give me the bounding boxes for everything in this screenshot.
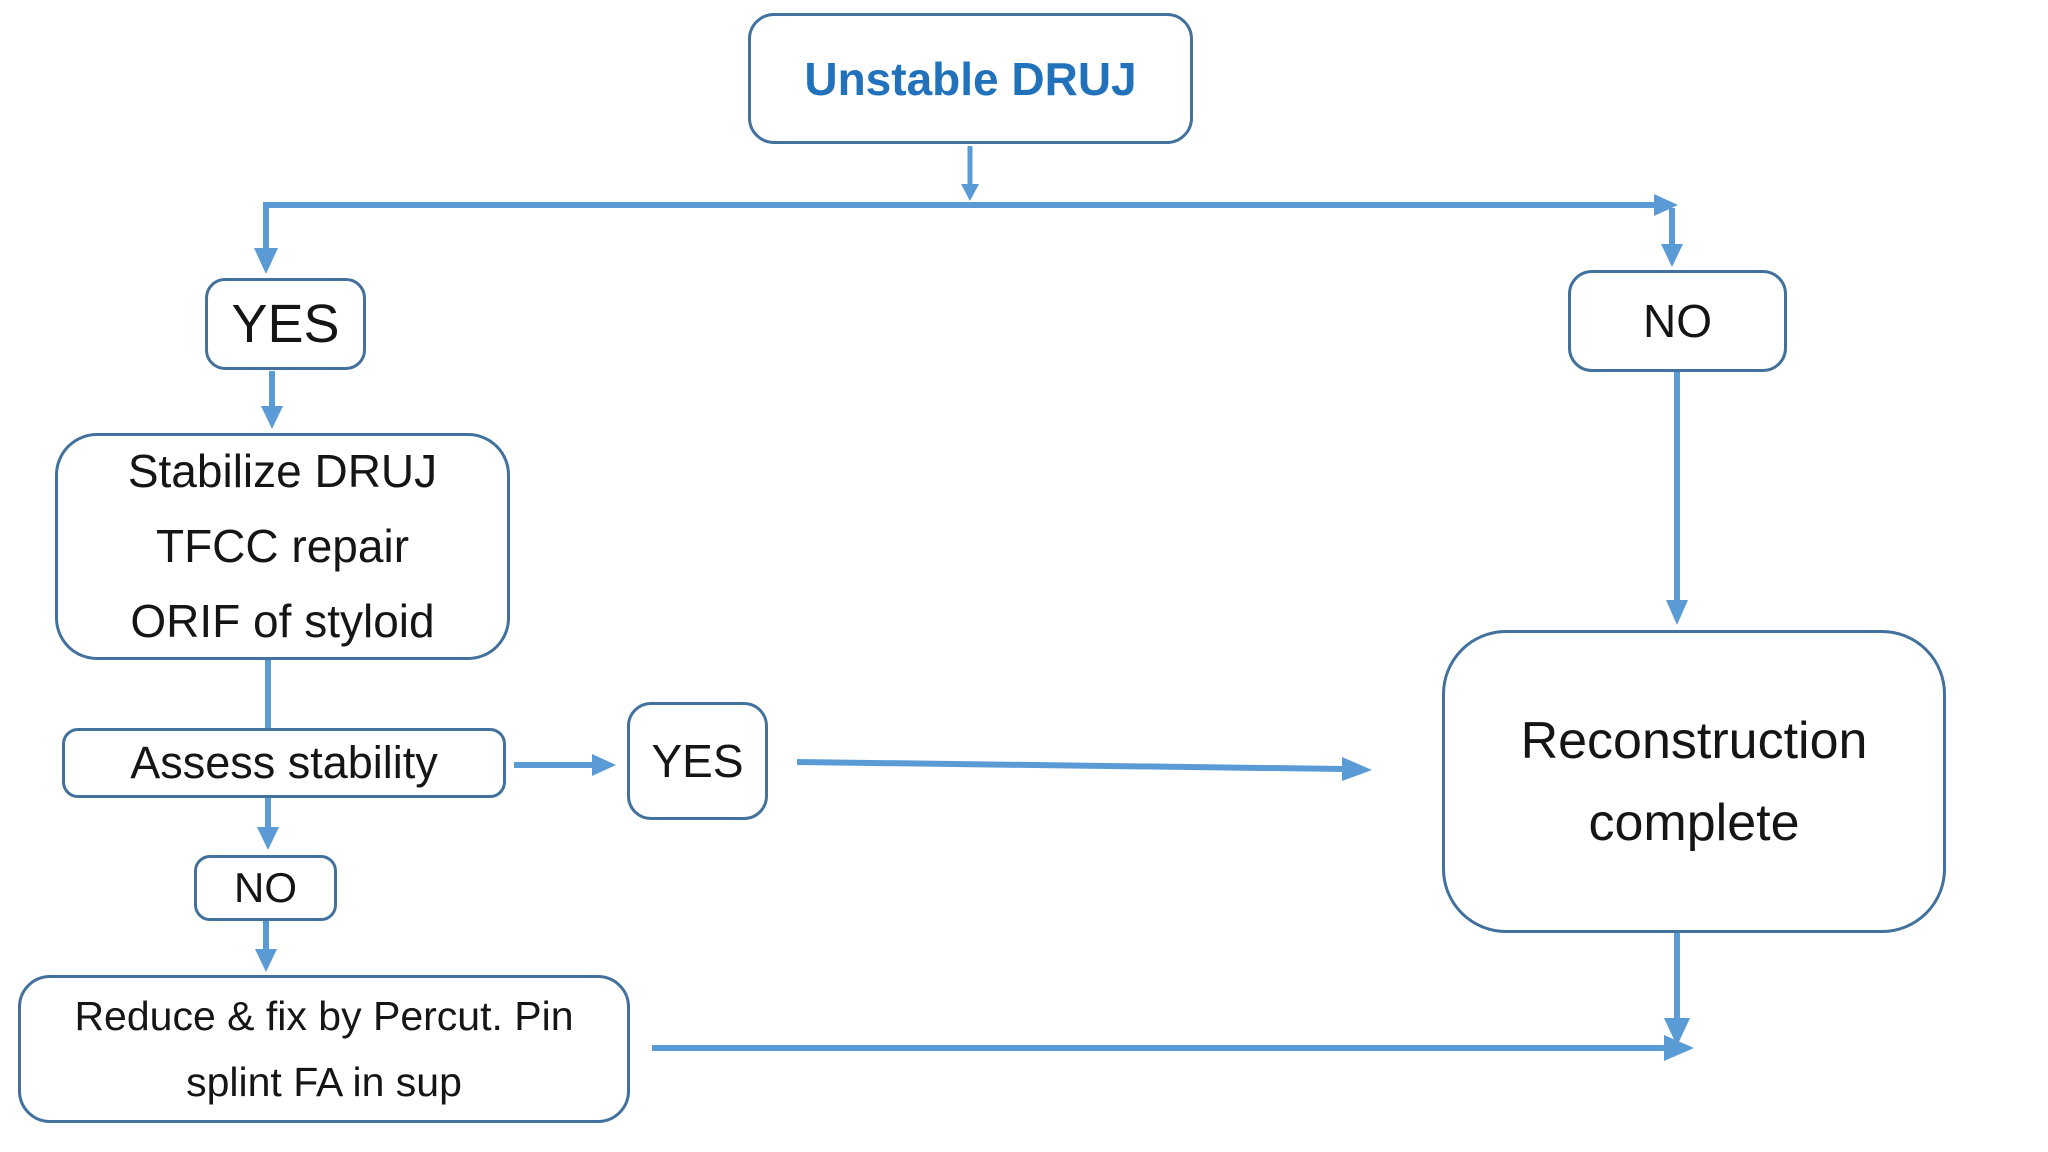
node-branch-yes-label: YES — [231, 294, 340, 354]
node-stable-yes-label: YES — [651, 735, 744, 787]
connector-yes-to-stabilize — [261, 371, 283, 429]
connector-branch-to-yes — [254, 202, 278, 274]
node-stabilize-druj: Stabilize DRUJ TFCC repair ORIF of stylo… — [55, 433, 510, 660]
node-reconstruction-complete: Reconstruction complete — [1442, 630, 1946, 933]
node-reduce-fix-line2: splint FA in sup — [186, 1059, 462, 1105]
node-branch-no-label: NO — [1643, 295, 1712, 347]
connector-no-to-reconstruction — [1666, 371, 1688, 625]
connector-stable-no-to-reduce — [255, 920, 277, 972]
node-reduce-fix-line1: Reduce & fix by Percut. Pin — [74, 993, 574, 1039]
connector-unstable-to-branch — [961, 146, 979, 201]
connector-stable-yes-to-reconstruction — [796, 757, 1372, 781]
connector-assess-to-stable-no — [257, 796, 279, 850]
node-reconstruction-line1: Reconstruction — [1520, 711, 1868, 770]
connector-assess-to-stable-yes — [514, 754, 616, 776]
node-unstable-druj: Unstable DRUJ — [748, 13, 1193, 144]
node-stabilize-line3: ORIF of styloid — [130, 595, 435, 647]
node-stable-no: NO — [194, 855, 337, 921]
node-branch-yes: YES — [205, 278, 366, 370]
connector-branch-to-no — [1661, 208, 1683, 267]
node-assess-stability-label: Assess stability — [130, 737, 438, 788]
connector-reconstruction-down — [1664, 932, 1690, 1046]
node-stabilize-line1: Stabilize DRUJ — [127, 445, 438, 497]
node-stabilize-line2: TFCC repair — [155, 520, 410, 572]
node-branch-no: NO — [1568, 270, 1787, 372]
connector-branch-horizontal — [266, 194, 1678, 216]
node-unstable-druj-label: Unstable DRUJ — [804, 52, 1137, 105]
node-stable-yes: YES — [627, 702, 768, 820]
node-assess-stability: Assess stability — [62, 728, 506, 798]
node-stable-no-label: NO — [234, 864, 297, 911]
node-reconstruction-line2: complete — [1588, 793, 1800, 852]
node-reduce-fix: Reduce & fix by Percut. Pin splint FA in… — [18, 975, 630, 1123]
connector-reduce-to-endpoint — [652, 1035, 1694, 1061]
